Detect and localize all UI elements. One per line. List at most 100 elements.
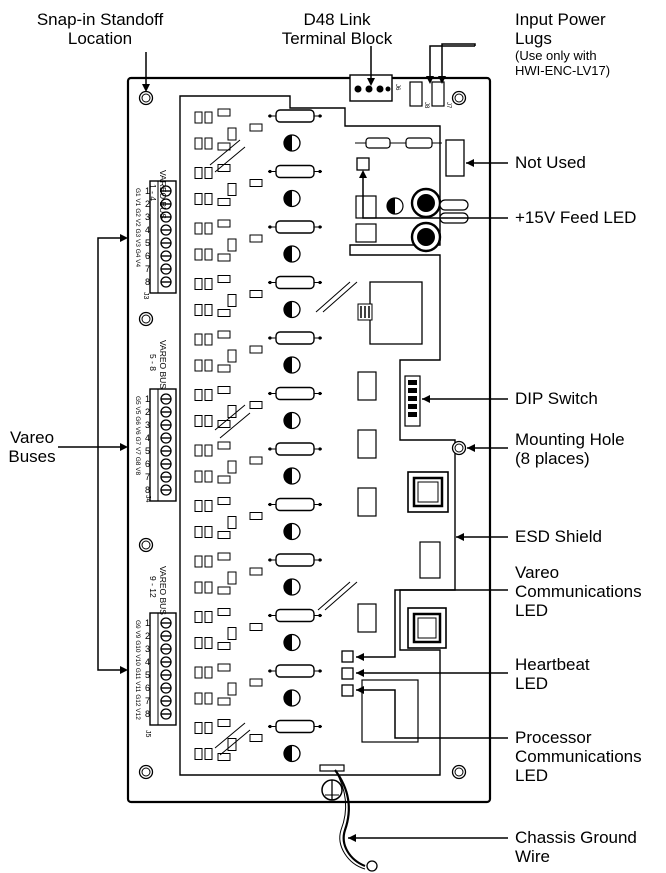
terminal-block-label-line1: D48 Link	[303, 10, 371, 29]
terminal-block-label-line2: Terminal Block	[281, 29, 393, 48]
heartbeat-label: Heartbeat LED	[515, 655, 590, 693]
connector-j3-label: J3	[142, 292, 149, 300]
processor-module	[315, 281, 423, 345]
pin-number: 2	[145, 631, 150, 641]
d48-link-terminal-block	[349, 74, 393, 102]
pin-number: 6	[145, 251, 150, 261]
pin-number: 2	[145, 407, 150, 417]
terminal-block-label: D48 Link Terminal Block	[262, 10, 412, 48]
vareo-buses-label-line1: Vareo	[9, 428, 55, 447]
pin-number: 7	[145, 696, 150, 706]
connector-j5-label: J5	[144, 730, 151, 738]
j8-text: J8	[423, 102, 429, 109]
j7-text: J7	[445, 102, 451, 109]
driver-channel	[194, 108, 322, 152]
chassis-ground-label: Chassis Ground Wire	[515, 828, 637, 866]
pin-number: 3	[145, 420, 150, 430]
vareo-buses-label: Vareo Buses	[4, 428, 60, 466]
driver-channel	[194, 497, 322, 541]
top-connector-j8: J8	[423, 102, 429, 109]
pin-number: 1	[145, 394, 150, 404]
bus-3-title: VAREO BUS	[158, 566, 168, 615]
driver-channels	[194, 108, 358, 763]
bus-3-range: 9 - 12	[148, 576, 158, 598]
input-power-note-line1: (Use only with	[515, 48, 597, 63]
pin-number: 1	[145, 186, 150, 196]
pin-number: 3	[145, 212, 150, 222]
pin-number: 8	[145, 485, 150, 495]
heartbeat-label-line2: LED	[515, 674, 549, 693]
standoff-label: Snap-in Standoff Location	[20, 10, 180, 48]
pin-number: 6	[145, 459, 150, 469]
pin-number: 5	[145, 446, 150, 456]
driver-channel	[194, 663, 322, 707]
bus-2-title: VAREO BUS	[158, 340, 168, 389]
j4-text: J4	[144, 495, 151, 503]
mounting-hole-label: Mounting Hole (8 places)	[515, 430, 625, 468]
pin-number: 4	[145, 225, 150, 235]
bus-label-3: VAREO BUS 9 - 12	[148, 566, 168, 615]
status-leds	[341, 650, 354, 697]
pins-1: G1 V1 G2 V2 G3 V3 G4 V4	[134, 188, 141, 268]
esd-shield-outline	[179, 95, 456, 776]
chassis-ground-label-line2: Wire	[515, 847, 550, 866]
pins-1-text: G1 V1 G2 V2 G3 V3 G4 V4	[134, 188, 141, 268]
bus-2-range: 5 - 8	[148, 354, 158, 371]
ic-chips	[407, 471, 449, 649]
driver-channel	[194, 552, 322, 596]
pin-number: 3	[145, 644, 150, 654]
vareo-buses-label-line2: Buses	[8, 447, 56, 466]
pin-number: 7	[145, 472, 150, 482]
chassis-ground-label-line1: Chassis Ground	[515, 828, 637, 847]
pin-number: 5	[145, 238, 150, 248]
chassis-ground-terminal	[319, 764, 378, 872]
not-used-header	[445, 139, 465, 177]
processor-comm-label-line2: Communications	[515, 747, 642, 766]
j3-text: J3	[142, 292, 149, 300]
standoff-label-line1: Snap-in Standoff	[36, 10, 164, 29]
driver-channel	[194, 441, 322, 485]
driver-channel	[194, 608, 322, 652]
pin-number: 8	[145, 277, 150, 287]
esd-shield-label: ESD Shield	[515, 527, 602, 546]
feed-components	[355, 137, 442, 149]
top-connector-j7: J7	[445, 102, 451, 109]
bus-label-2: VAREO BUS 5 - 8	[148, 340, 168, 389]
dip-switch	[404, 375, 421, 427]
driver-channel	[194, 719, 322, 763]
mounting-hole-label-line2: (8 places)	[515, 449, 590, 468]
mounting-holes	[138, 90, 467, 780]
pin-number: 7	[145, 264, 150, 274]
processor-comm-label-line1: Processor	[515, 728, 592, 747]
driver-channel	[194, 219, 322, 263]
diagonal-trace	[214, 146, 246, 173]
pins-3-text: G9 V9 G10 V10 G11 V11 G12 V12	[134, 620, 141, 720]
heartbeat-label-line1: Heartbeat	[515, 655, 590, 674]
driver-channel	[194, 386, 322, 430]
driver-channel	[194, 275, 322, 319]
standoff-label-line2: Location	[67, 29, 133, 48]
bus-label-1: VAREO BUS 1 - 4	[148, 170, 168, 219]
input-power-note-line2: HWI-ENC-LV17)	[515, 63, 611, 78]
diagonal-trace	[214, 404, 246, 431]
diagonal-trace	[219, 412, 251, 439]
top-connector-j6: J6	[394, 84, 400, 91]
vareo-comm-label-line1: Vareo	[515, 563, 560, 582]
vareo-comm-label-line3: LED	[515, 601, 549, 620]
pins-2: G5 V5 G6 V6 G7 V7 G8 V8	[134, 396, 141, 476]
j5-text: J5	[144, 730, 151, 738]
vareo-comm-label-line2: Communications	[515, 582, 642, 601]
dip-switch-label: DIP Switch	[515, 389, 598, 408]
input-power-label: Input Power Lugs (Use only with HWI-ENC-…	[515, 10, 610, 78]
driver-channel	[194, 330, 322, 374]
mounting-hole-label-line1: Mounting Hole	[515, 430, 625, 449]
pin-number: 6	[145, 683, 150, 693]
driver-channel	[194, 164, 322, 208]
not-used-label: Not Used	[515, 153, 586, 172]
diagonal-trace	[219, 729, 251, 756]
processor-comm-label-line3: LED	[515, 766, 549, 785]
